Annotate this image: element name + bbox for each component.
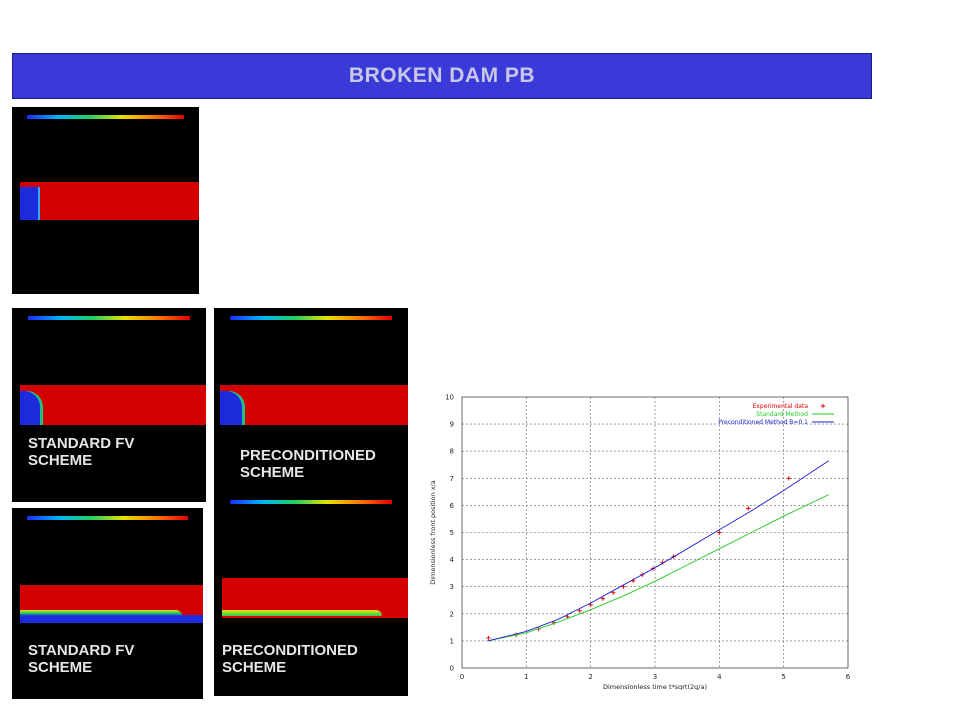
water-region (20, 182, 199, 220)
data-point (610, 590, 616, 595)
series-line (487, 494, 829, 642)
air-region (220, 391, 242, 425)
x-axis-label: Dimensionless time t*sqrt(2g/a) (603, 683, 707, 690)
air-region (20, 187, 40, 220)
y-tick-label: 5 (450, 529, 454, 537)
y-tick-label: 6 (450, 502, 455, 510)
data-point (717, 530, 722, 535)
scheme-label: STANDARD FV SCHEME (28, 642, 135, 676)
y-tick-label: 0 (450, 665, 454, 673)
y-tick-label: 2 (450, 610, 454, 618)
air-region (20, 391, 40, 425)
x-tick-label: 1 (524, 673, 528, 681)
simulation-panel-standard-early: STANDARD FV SCHEME (12, 308, 206, 502)
data-point (746, 506, 751, 511)
legend-swatch (820, 403, 826, 409)
colorbar (27, 316, 191, 320)
y-tick-label: 1 (450, 637, 454, 645)
water-region (20, 385, 206, 425)
scheme-label: PRECONDITIONED SCHEME (240, 447, 376, 481)
data-point (486, 635, 491, 641)
colorbar (229, 500, 393, 504)
data-point (786, 476, 792, 481)
legend-label: Standard Method (756, 411, 808, 418)
data-point (577, 608, 582, 614)
legend-label: Experimental data (753, 403, 809, 410)
y-tick-label: 10 (445, 394, 454, 402)
front-layer (20, 610, 182, 616)
air-layer (20, 615, 203, 623)
x-tick-label: 3 (653, 673, 657, 681)
x-tick-label: 5 (781, 673, 785, 681)
simulation-panel-standard-late: STANDARD FV SCHEME (12, 508, 203, 699)
scheme-label: STANDARD FV SCHEME (28, 435, 135, 469)
page-title: BROKEN DAM PB (348, 64, 536, 87)
series-line (487, 460, 829, 642)
x-tick-label: 2 (588, 673, 592, 681)
simulation-panel-preconditioned-late: PRECONDITIONED SCHEME (214, 492, 408, 696)
data-point (600, 596, 606, 601)
x-tick-label: 4 (717, 673, 722, 681)
y-tick-label: 7 (450, 475, 454, 483)
simulation-panel-initial (12, 107, 199, 294)
water-region (220, 385, 408, 425)
colorbar (27, 516, 188, 520)
y-tick-label: 9 (450, 421, 454, 429)
y-tick-label: 8 (450, 448, 454, 456)
y-tick-label: 4 (450, 556, 455, 564)
colorbar (26, 115, 185, 119)
y-axis-label: Dimensionless front position x/a (429, 480, 437, 585)
colorbar (229, 316, 393, 320)
x-tick-label: 0 (460, 673, 464, 681)
scheme-label: PRECONDITIONED SCHEME (222, 642, 358, 676)
y-tick-label: 3 (450, 583, 454, 591)
simulation-panel-preconditioned-early: PRECONDITIONED SCHEME (214, 308, 408, 502)
x-tick-label: 6 (846, 673, 851, 681)
title-banner: BROKEN DAM PB (12, 53, 872, 99)
front-layer (222, 610, 382, 616)
legend-label: Preconditioned Method B=0.1 (718, 419, 808, 426)
